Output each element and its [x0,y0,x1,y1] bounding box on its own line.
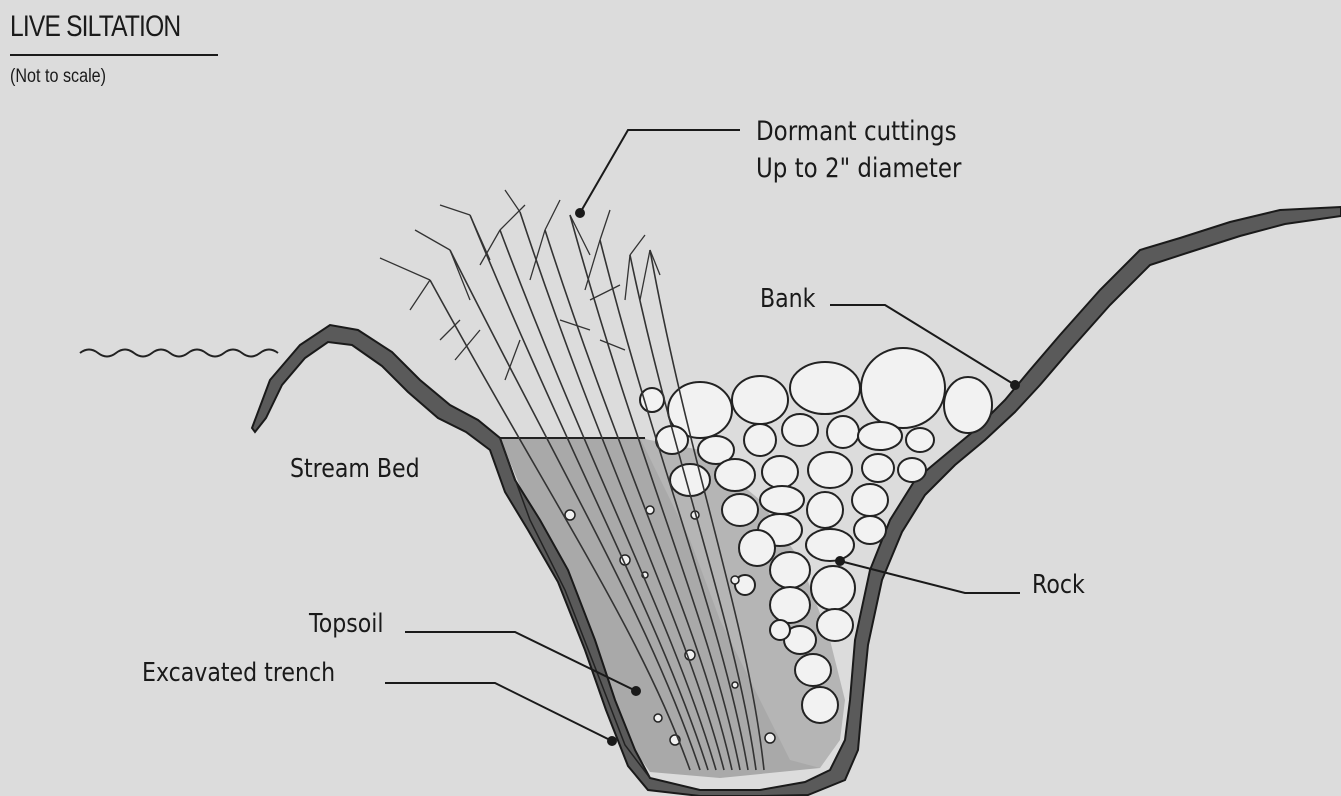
leader-excavated-trench [385,683,612,741]
label-topsoil: Topsoil [308,608,383,638]
label-bank: Bank [760,283,815,313]
dot-topsoil [631,686,641,696]
leader-dormant-cuttings [580,130,740,213]
label-dormant-cuttings-line1: Dormant cuttings [756,115,957,146]
label-stream-bed: Stream Bed [290,453,420,483]
label-dormant-cuttings-line2: Up to 2" diameter [756,152,962,183]
label-rock: Rock [1032,569,1085,599]
label-excavated-trench: Excavated trench [142,657,335,687]
dot-dormant-cuttings [575,208,585,218]
dot-excavated-trench [607,736,617,746]
dot-bank [1010,380,1020,390]
water-surface-line [80,350,278,357]
cutting-twigs [380,190,660,380]
dot-rock [835,556,845,566]
